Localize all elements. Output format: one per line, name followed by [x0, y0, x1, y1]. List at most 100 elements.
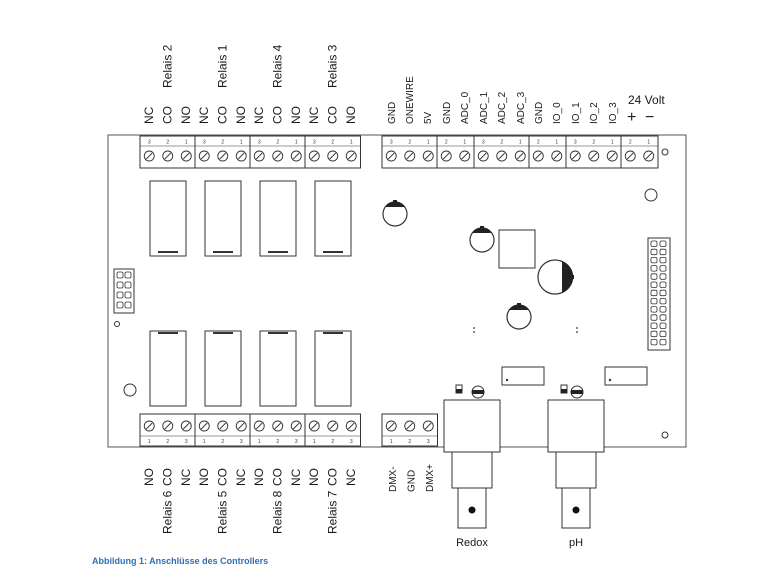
pin-number: 3: [350, 439, 353, 445]
header-pin: [650, 297, 658, 305]
relay-pin-label: CO: [271, 106, 285, 124]
relay-pin-label: NO: [197, 468, 211, 486]
relay-pin-label: NO: [142, 468, 156, 486]
relay-name-label: Relais 7: [326, 490, 340, 534]
relay-pin-label: CO: [326, 106, 340, 124]
pin-number: 2: [331, 140, 334, 146]
relay-top-1: [149, 180, 187, 257]
pin-number: 1: [519, 140, 522, 146]
header-pin: [116, 301, 124, 309]
pin-number: 1: [463, 140, 466, 146]
relay-bottom-4: [314, 330, 352, 407]
bnc-redox-label: Redox: [456, 537, 488, 549]
header-pin: [659, 281, 667, 288]
relay-name-label: Relais 2: [161, 44, 175, 88]
header-pin: [650, 240, 658, 247]
mounting-hole: [123, 383, 137, 397]
header-pin: [650, 248, 658, 256]
header-pin: [650, 256, 658, 264]
header-pin: [650, 338, 658, 346]
pin-number: 3: [185, 439, 188, 445]
header-pin: [650, 289, 658, 297]
mounting-hole-small: [661, 148, 669, 156]
header-pin: [659, 273, 667, 280]
header-pin: [659, 338, 667, 346]
relay-pin-label: NC: [142, 106, 156, 124]
relay-name-label: Relais 4: [271, 44, 285, 88]
power-label: 24 Volt: [628, 93, 665, 107]
dmx-label: GND: [407, 470, 418, 492]
relay-name-label: Relais 1: [216, 44, 230, 88]
relay-top-2: [204, 180, 242, 257]
capacitor-4: [506, 303, 532, 330]
relay-pin-label: NC: [252, 106, 266, 124]
signal-label: GND: [534, 102, 545, 124]
pin-number: 1: [258, 439, 261, 445]
relay-pin-label: CO: [216, 106, 230, 124]
figure-caption: Abbildung 1: Anschlüsse des Controllers: [92, 556, 269, 566]
relay-components: [149, 180, 352, 407]
header-pin: [659, 289, 667, 297]
pin-number: 1: [185, 140, 188, 146]
relay-pin-label: CO: [161, 106, 175, 124]
relay-pin-label: NO: [252, 468, 266, 486]
pin-number: 2: [408, 439, 411, 445]
signal-label: IO_1: [571, 102, 582, 124]
signal-label: ADC_0: [460, 91, 471, 124]
pin-number: 2: [629, 140, 632, 146]
pin-number: 1: [350, 140, 353, 146]
pin-number: 2: [445, 140, 448, 146]
bnc-ph-connector: [547, 399, 605, 529]
bnc-redox-connector: [443, 399, 501, 529]
header-pin: [650, 330, 658, 338]
pin-number: 1: [313, 439, 316, 445]
header-pin: [124, 301, 132, 309]
header-pin: [124, 271, 132, 279]
signal-label: ONEWIRE: [405, 76, 416, 124]
pin-number: 1: [555, 140, 558, 146]
relay-pin-label: CO: [326, 468, 340, 486]
mounting-hole: [644, 188, 658, 202]
relay-pin-label: NC: [197, 106, 211, 124]
pin-number: 3: [313, 140, 316, 146]
header-pin: [659, 306, 667, 313]
pin-number: 1: [611, 140, 614, 146]
pin-number: 2: [537, 140, 540, 146]
pin-number: 3: [148, 140, 151, 146]
signal-label: GND: [387, 102, 398, 124]
header-pin: [659, 240, 667, 247]
power-minus: −: [645, 109, 654, 126]
relay-bottom-3: [259, 330, 297, 407]
pin-number: 1: [148, 439, 151, 445]
module-redox: [501, 366, 545, 386]
relay-pin-label: NO: [234, 106, 248, 124]
relay-pin-label: NO: [179, 106, 193, 124]
bnc-ph-label: pH: [569, 537, 583, 549]
header-pin: [116, 281, 124, 289]
pin-number: 1: [240, 140, 243, 146]
signal-label: GND: [442, 102, 453, 124]
relay-pin-label: NC: [307, 106, 321, 124]
header-pin: [659, 256, 667, 264]
relay-name-label: Relais 8: [271, 490, 285, 534]
relay-pin-label: CO: [271, 468, 285, 486]
header-pin: [650, 314, 658, 321]
pin-number: 2: [221, 140, 224, 146]
pin-number: 3: [258, 140, 261, 146]
relay-name-label: Relais 6: [161, 490, 175, 534]
pin-number: 3: [482, 140, 485, 146]
ic-chip: [498, 229, 536, 269]
header-pin: [116, 271, 124, 279]
signal-label: ADC_2: [497, 91, 508, 124]
relay-pin-label: NO: [344, 106, 358, 124]
pin-number: 3: [427, 439, 430, 445]
mounting-hole-small: [114, 321, 120, 327]
dmx-label: DMX-: [388, 466, 399, 492]
capacitor-3: [537, 259, 574, 295]
header-pin: [659, 248, 667, 256]
pin-number: 3: [574, 140, 577, 146]
relay-pin-label: NC: [289, 468, 303, 486]
